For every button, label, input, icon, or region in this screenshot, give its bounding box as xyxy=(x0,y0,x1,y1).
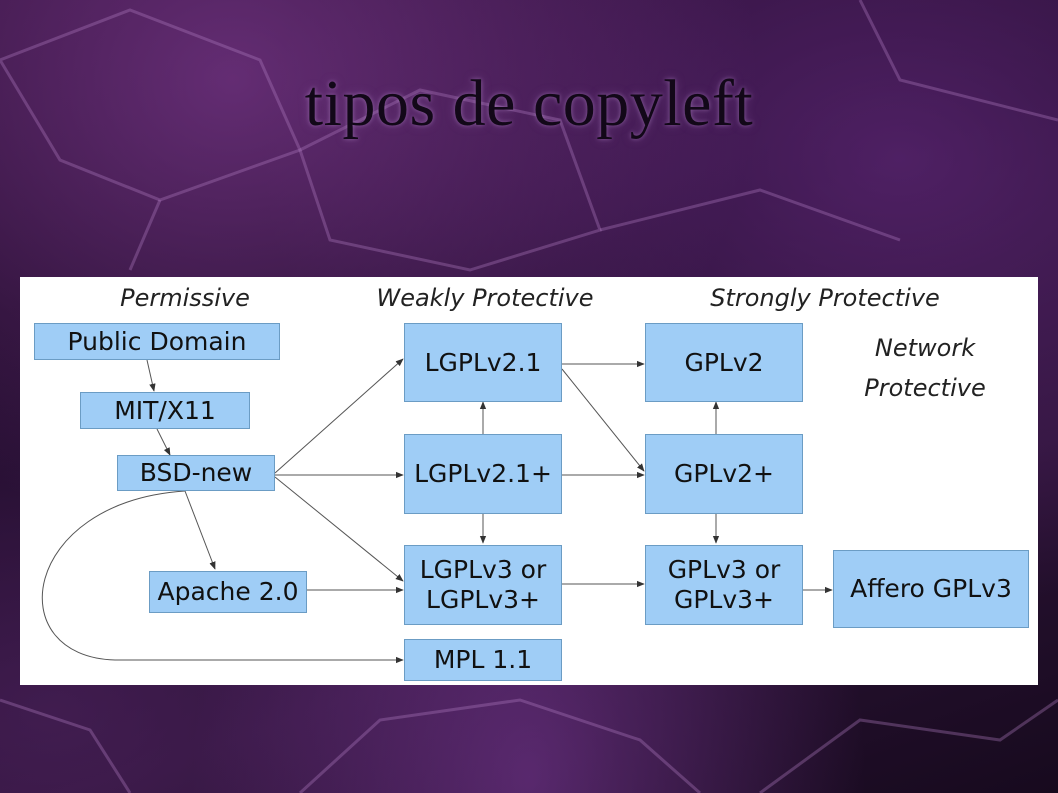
node-gplv3: GPLv3 or GPLv3+ xyxy=(645,545,803,625)
node-mpl: MPL 1.1 xyxy=(404,639,562,681)
node-bsd-new: BSD-new xyxy=(117,455,275,491)
node-affero-gplv3: Affero GPLv3 xyxy=(833,550,1029,628)
edge-bsd-lgpl21 xyxy=(274,358,404,474)
edge-lgpl21-gpl2p xyxy=(561,368,645,472)
node-lgplv21-plus: LGPLv2.1+ xyxy=(404,434,562,514)
edge-public-domain-mit xyxy=(146,359,156,392)
license-diagram: Permissive Weakly Protective Strongly Pr… xyxy=(20,277,1038,685)
edge-bsd-mpl xyxy=(41,490,404,664)
edge-mit-bsd xyxy=(156,428,171,456)
header-network-line1: Network xyxy=(874,334,976,362)
node-apache: Apache 2.0 xyxy=(149,571,307,613)
node-lgplv21: LGPLv2.1 xyxy=(404,323,562,402)
header-permissive: Permissive xyxy=(120,284,250,312)
header-network-line2: Protective xyxy=(864,374,986,402)
header-strongly-protective: Strongly Protective xyxy=(710,284,940,312)
header-weakly-protective: Weakly Protective xyxy=(376,284,594,312)
node-lgplv3: LGPLv3 or LGPLv3+ xyxy=(404,545,562,625)
edge-bsd-apache xyxy=(184,490,216,570)
header-network-protective: Network Protective xyxy=(850,328,1000,408)
node-gplv2: GPLv2 xyxy=(645,323,803,402)
diagram-edges xyxy=(41,358,833,664)
edge-bsd-lgpl3 xyxy=(274,476,404,582)
slide-title: tipos de copyleft xyxy=(304,67,754,140)
node-public-domain: Public Domain xyxy=(34,323,280,360)
node-mit-x11: MIT/X11 xyxy=(80,392,250,429)
node-gplv2-plus: GPLv2+ xyxy=(645,434,803,514)
